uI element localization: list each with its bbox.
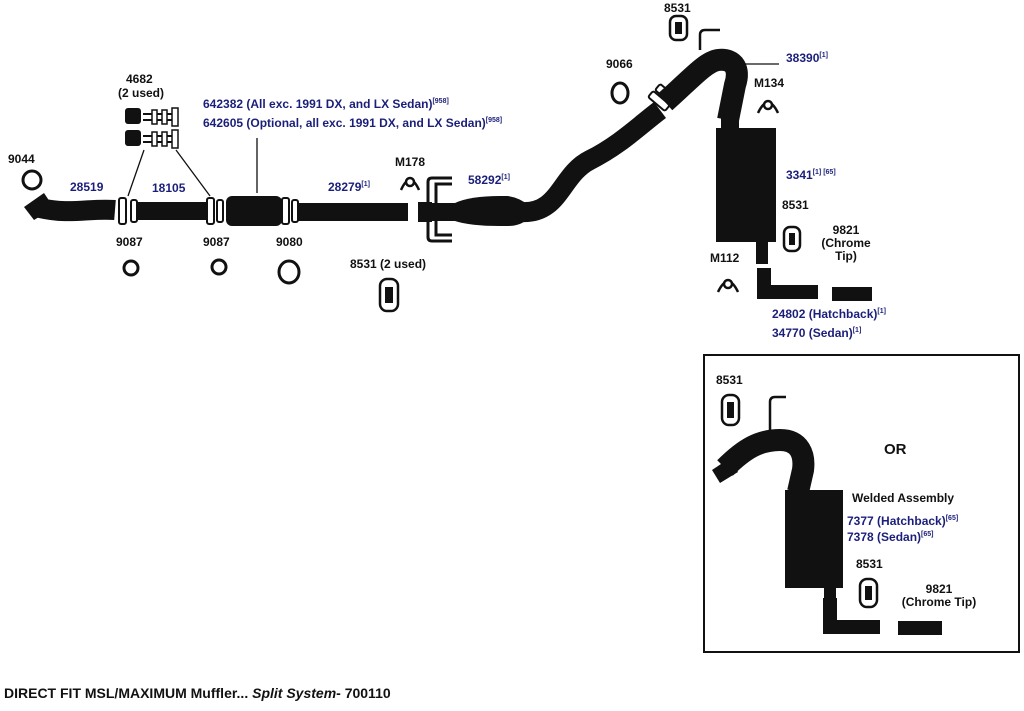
clamp-icon [399,176,421,191]
label-4682: 4682 [126,72,153,86]
leader-lines [127,63,779,197]
label-M112: M112 [710,251,740,265]
inset-label-7377: 7377 (Hatchback)[65] [847,514,959,528]
label-9044: 9044 [8,152,35,166]
rubber-hanger-icon [720,393,741,427]
label-34770: 34770 (Sedan)[1] [772,326,862,340]
label-642605: 642605 (Optional, all exc. 1991 DX, and … [203,116,503,130]
label-28519: 28519 [70,180,104,194]
label-24802: 24802 (Hatchback)[1] [772,307,886,321]
clamp-icon [756,99,780,114]
pipe-38390 [657,48,748,123]
label-8531-mid: 8531 [782,198,809,212]
catalytic-converter-icon [226,196,282,226]
front-pipe-28519 [24,193,116,222]
inset-label-7378: 7378 (Sedan)[65] [847,530,934,544]
inset-label-9821: 9821 (Chrome Tip) [901,582,977,609]
label-9066: 9066 [606,57,633,71]
inset-welded-label: Welded Assembly [852,491,955,505]
bolt-kit-icon [125,107,179,149]
label-58292: 58292[1] [468,173,510,187]
diagram-caption: DIRECT FIT MSL/MAXIMUM Muffler... Split … [4,685,391,701]
clamp-icon [716,278,740,293]
label-M178: M178 [395,155,426,169]
pipe-28279 [298,203,408,221]
joint-rings [118,197,299,225]
label-38390: 38390[1] [786,51,828,65]
rubber-hanger-icon [668,14,689,42]
label-M134: M134 [754,76,785,90]
inset-box [703,354,1020,653]
pipe-18105 [138,202,206,220]
label-3341: 3341[1] [65] [786,168,836,182]
welded-assembly-icon [712,428,942,635]
label-642382: 642382 (All exc. 1991 DX, and LX Sedan)[… [203,97,449,111]
chrome-tip-9821 [832,287,872,301]
label-9087-b: 9087 [203,235,230,249]
label-9080: 9080 [276,235,303,249]
label-4682-note: (2 used) [118,86,165,100]
rubber-hanger-icon [858,577,879,609]
hanger-bracket-icon [698,28,720,50]
label-8531-top: 8531 [664,1,691,15]
pipe-28279-end [418,202,432,222]
muffler-icon [716,118,776,264]
label-28279: 28279[1] [328,180,370,194]
rubber-hanger-icon [782,225,802,253]
inset-label-8531-b: 8531 [856,557,883,571]
inset-label-8531-a: 8531 [716,373,743,387]
label-9821: 9821 (Chrome Tip) [821,223,871,263]
flange-gasket-icon [21,81,630,285]
tailpipe-icon [757,268,818,299]
inset-or-label: OR [884,441,907,458]
rubber-hanger-icon [378,277,400,313]
hanger-bracket-icon [426,176,452,243]
hanger-bracket-icon [768,395,786,430]
label-9087-a: 9087 [116,235,143,249]
label-8531-2used: 8531 (2 used) [350,257,427,271]
label-18105: 18105 [152,181,186,195]
